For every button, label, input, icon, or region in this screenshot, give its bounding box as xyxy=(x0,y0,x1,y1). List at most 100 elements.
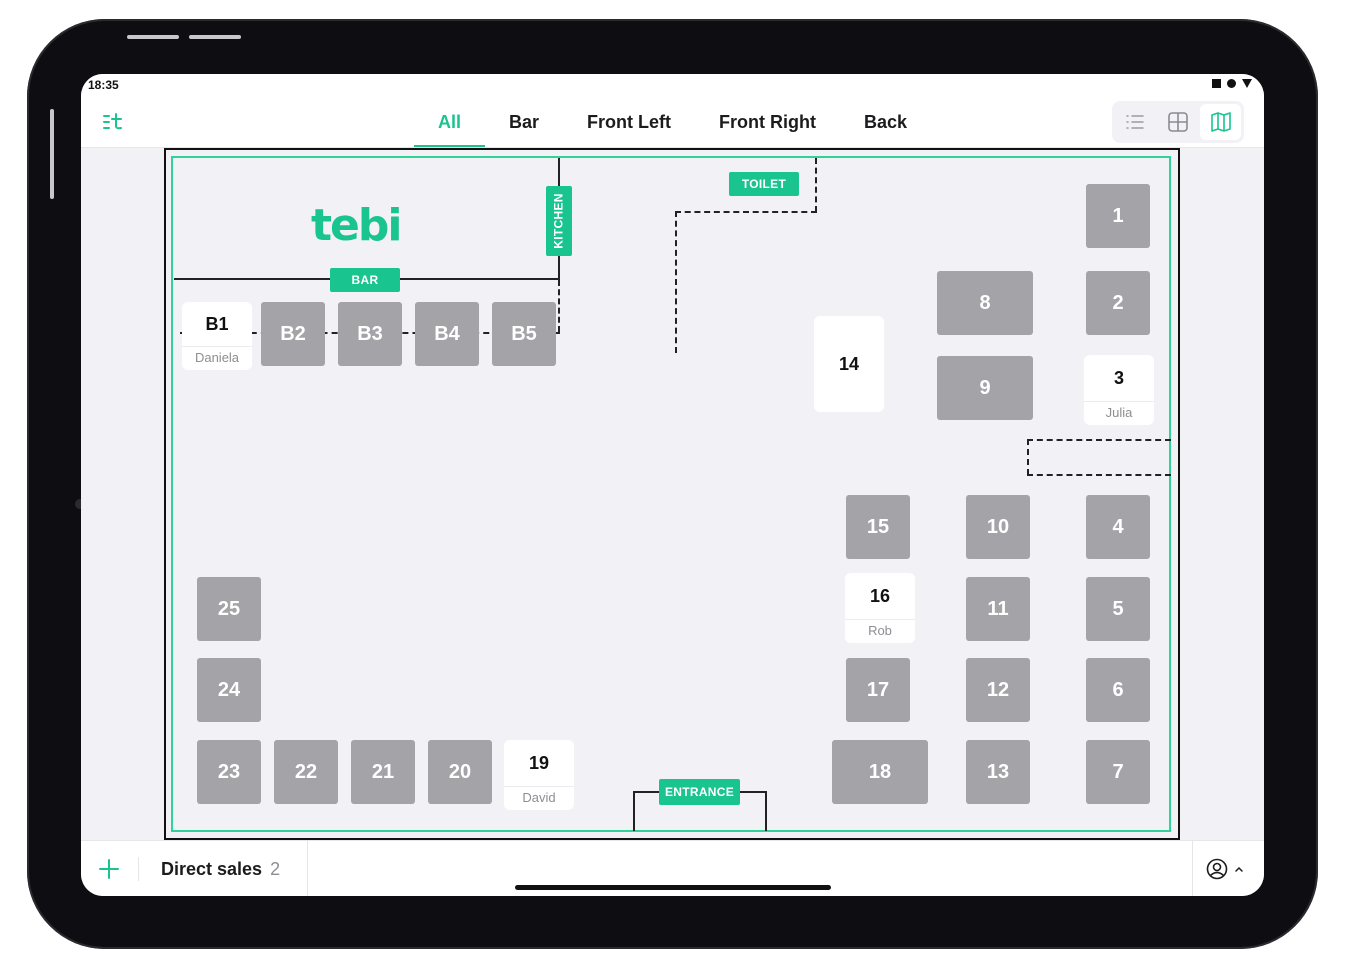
table-21[interactable]: 21 xyxy=(351,740,415,804)
tab-label: Front Right xyxy=(719,111,816,132)
table-16[interactable]: 16 Rob xyxy=(845,573,915,643)
chevron-up-icon xyxy=(1235,866,1243,872)
status-time: 18:35 xyxy=(88,78,119,92)
table-B4[interactable]: B4 xyxy=(415,302,479,366)
table-number: 4 xyxy=(1112,515,1124,538)
area-tabs: All Bar Front Left Front Right Back xyxy=(414,98,931,148)
tab-back[interactable]: Back xyxy=(840,98,931,146)
add-order-button[interactable] xyxy=(95,855,123,883)
user-menu-button[interactable] xyxy=(1206,855,1252,883)
entrance-wall xyxy=(765,791,767,831)
table-7[interactable]: 7 xyxy=(1086,740,1150,804)
table-5[interactable]: 5 xyxy=(1086,577,1150,641)
toilet-label: TOILET xyxy=(729,172,799,196)
table-3[interactable]: 3 Julia xyxy=(1084,355,1154,425)
table-12[interactable]: 12 xyxy=(966,658,1030,722)
entrance-wall xyxy=(633,791,635,831)
table-guest: Rob xyxy=(845,619,915,643)
table-number: 15 xyxy=(866,515,890,538)
floor-plan: tebi BAR KITCHEN TOILET ENTRANCE B1 Dani… xyxy=(164,148,1180,840)
plus-icon xyxy=(99,859,119,879)
table-19[interactable]: 19 David xyxy=(504,740,574,810)
table-14[interactable]: 14 xyxy=(814,316,884,412)
table-6[interactable]: 6 xyxy=(1086,658,1150,722)
view-mode-switch xyxy=(1112,101,1244,143)
table-number: 8 xyxy=(979,291,991,314)
menu-add-icon xyxy=(103,113,122,130)
bar-dashed-divider xyxy=(558,280,560,332)
bottom-bar: Direct sales 2 xyxy=(81,840,1264,896)
table-number: 9 xyxy=(979,376,991,399)
direct-sales-tab[interactable]: Direct sales 2 xyxy=(161,841,280,896)
table-number: 2 xyxy=(1112,291,1124,314)
table-10[interactable]: 10 xyxy=(966,495,1030,559)
toilet-wall xyxy=(815,158,817,212)
volume-button xyxy=(127,35,179,39)
tab-bar[interactable]: Bar xyxy=(485,98,563,146)
table-number: 18 xyxy=(868,760,892,783)
list-view-button[interactable] xyxy=(1115,104,1156,140)
table-24[interactable]: 24 xyxy=(197,658,261,722)
tab-label: Front Left xyxy=(587,111,672,132)
table-number: 22 xyxy=(294,760,318,783)
table-25[interactable]: 25 xyxy=(197,577,261,641)
table-17[interactable]: 17 xyxy=(846,658,910,722)
table-number: 11 xyxy=(987,597,1009,620)
kitchen-label-text: KITCHEN xyxy=(552,193,566,249)
grid-icon xyxy=(1168,112,1188,132)
table-4[interactable]: 4 xyxy=(1086,495,1150,559)
tab-all[interactable]: All xyxy=(414,98,486,147)
list-icon xyxy=(1126,115,1145,129)
table-number: 24 xyxy=(217,678,241,701)
circle-icon xyxy=(1227,79,1236,88)
table-number: 16 xyxy=(869,585,891,606)
tab-front-right[interactable]: Front Right xyxy=(695,98,840,146)
table-B2[interactable]: B2 xyxy=(261,302,325,366)
divider xyxy=(138,857,139,881)
status-bar: 18:35 xyxy=(81,74,1264,98)
table-B3[interactable]: B3 xyxy=(338,302,402,366)
toilet-wall xyxy=(675,211,677,353)
table-number: B1 xyxy=(205,313,229,334)
bar-label: BAR xyxy=(330,268,400,292)
table-number: 12 xyxy=(986,678,1010,701)
map-view-button[interactable] xyxy=(1200,104,1242,140)
table-15[interactable]: 15 xyxy=(846,495,910,559)
table-2[interactable]: 2 xyxy=(1086,271,1150,335)
volume-button xyxy=(189,35,241,39)
table-23[interactable]: 23 xyxy=(197,740,261,804)
tab-label: Back xyxy=(864,111,908,132)
table-9[interactable]: 9 xyxy=(937,356,1033,420)
table-number: 7 xyxy=(1112,760,1124,783)
table-8[interactable]: 8 xyxy=(937,271,1033,335)
direct-sales-label: Direct sales xyxy=(161,858,263,879)
power-button xyxy=(50,109,54,199)
table-number: 14 xyxy=(838,353,860,374)
table-13[interactable]: 13 xyxy=(966,740,1030,804)
floor-boundary xyxy=(171,156,1171,832)
tebi-logo: tebi xyxy=(311,200,402,251)
tab-front-left[interactable]: Front Left xyxy=(563,98,695,146)
table-number: B2 xyxy=(280,322,306,345)
toilet-label-text: TOILET xyxy=(741,177,787,191)
menu-add-button[interactable] xyxy=(101,111,125,133)
table-20[interactable]: 20 xyxy=(428,740,492,804)
table-B1[interactable]: B1 Daniela xyxy=(182,302,252,370)
square-icon xyxy=(1212,79,1221,88)
table-18[interactable]: 18 xyxy=(832,740,928,804)
direct-sales-count: 2 xyxy=(270,858,281,879)
toilet-wall xyxy=(675,211,817,213)
table-11[interactable]: 11 xyxy=(966,577,1030,641)
entrance-label: ENTRANCE xyxy=(659,779,740,805)
table-22[interactable]: 22 xyxy=(274,740,338,804)
home-indicator[interactable] xyxy=(515,885,831,890)
triangle-down-icon xyxy=(1242,79,1252,88)
table-guest: David xyxy=(504,786,574,810)
table-guest: Julia xyxy=(1084,401,1154,425)
table-B5[interactable]: B5 xyxy=(492,302,556,366)
grid-view-button[interactable] xyxy=(1158,104,1199,140)
table-number: 21 xyxy=(371,760,395,783)
table-number: 20 xyxy=(448,760,472,783)
table-1[interactable]: 1 xyxy=(1086,184,1150,248)
table-number: B5 xyxy=(511,322,537,345)
